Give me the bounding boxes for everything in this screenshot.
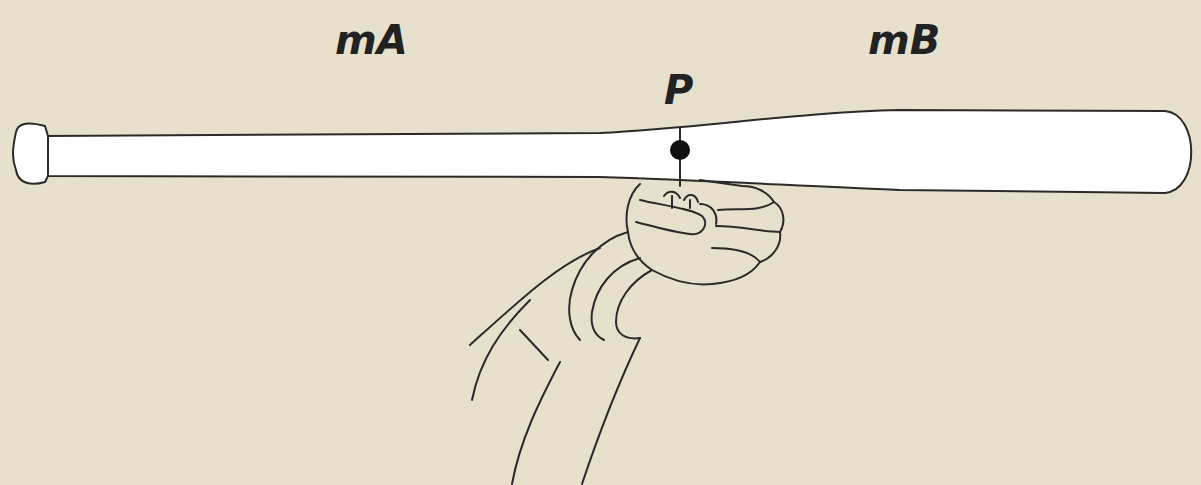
bat-outline <box>45 110 1191 193</box>
thumb <box>636 200 705 234</box>
fist <box>627 180 784 284</box>
mass-label: mB <box>868 20 940 60</box>
arm <box>470 248 640 484</box>
bat-knob <box>13 124 48 184</box>
cuff <box>569 232 652 340</box>
point-label: P <box>664 70 693 110</box>
pivot-dot <box>670 140 690 160</box>
mass-label: mA <box>335 20 408 60</box>
finger-lines <box>664 192 780 262</box>
